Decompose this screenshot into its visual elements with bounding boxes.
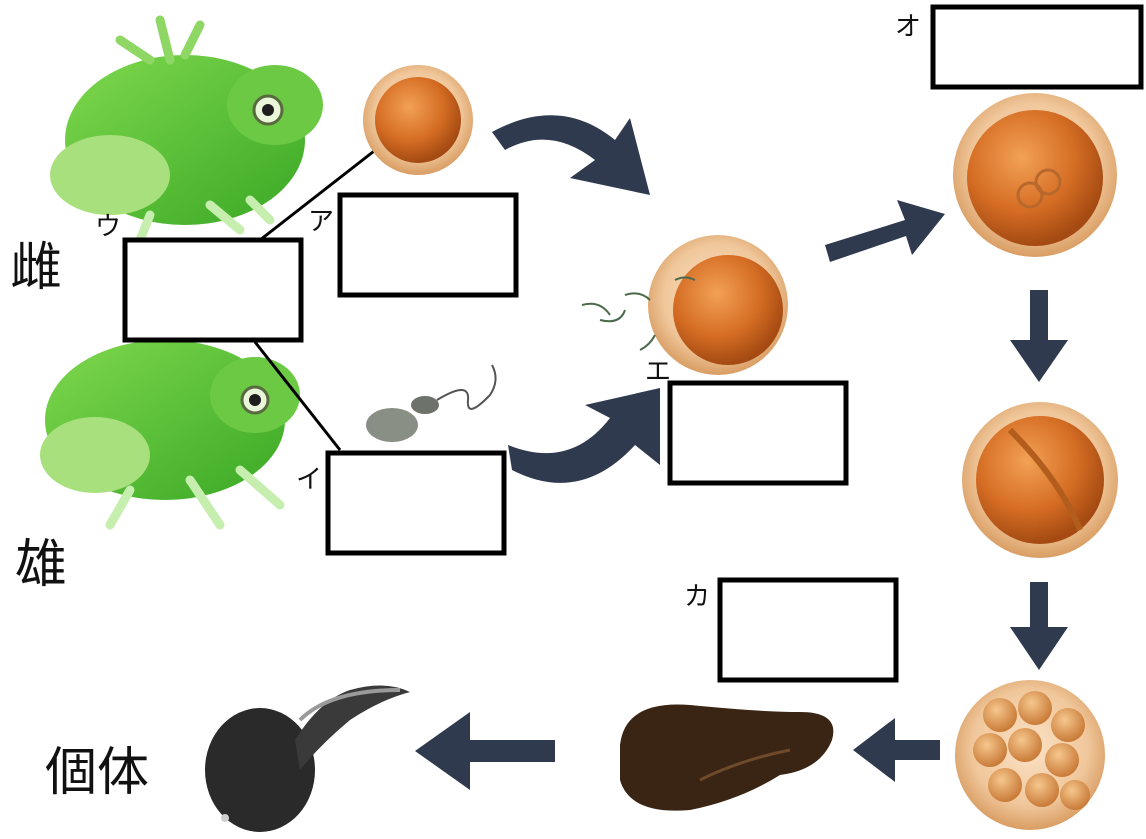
sperm-icon <box>366 365 496 442</box>
label-individual: 個体 <box>45 743 149 803</box>
blank-box-u[interactable] <box>125 240 301 340</box>
arrow-down-1 <box>1010 290 1068 382</box>
marker-i: イ <box>296 465 322 495</box>
blank-box-i[interactable] <box>328 453 504 553</box>
label-male: 雄 <box>15 535 67 595</box>
label-female: 雌 <box>10 238 62 298</box>
arrow-left-2 <box>415 712 555 790</box>
egg-icon <box>363 65 473 175</box>
blank-box-e[interactable] <box>670 383 846 483</box>
cleavage-icon <box>962 402 1118 558</box>
arrow-right <box>825 200 945 262</box>
blank-box-a[interactable] <box>340 195 516 295</box>
arrow-curve-bottom <box>508 388 660 483</box>
marker-a: ア <box>308 207 334 237</box>
arrow-down-2 <box>1010 582 1068 670</box>
blank-box-ka[interactable] <box>720 580 896 680</box>
tadpole-icon <box>205 685 410 832</box>
arrow-left-1 <box>853 718 940 782</box>
marker-e: エ <box>645 357 671 387</box>
frog-male-icon <box>40 340 300 525</box>
blank-box-o[interactable] <box>933 7 1141 87</box>
morula-icon <box>955 680 1105 830</box>
fertilized-egg-icon <box>582 235 788 375</box>
marker-ka: カ <box>684 582 710 612</box>
marker-u: ウ <box>95 212 121 242</box>
marker-o: オ <box>895 12 921 42</box>
arrow-curve-top <box>492 115 650 195</box>
two-cell-icon <box>953 93 1117 257</box>
frog-female-icon <box>50 20 323 240</box>
embryo-icon <box>620 705 833 811</box>
